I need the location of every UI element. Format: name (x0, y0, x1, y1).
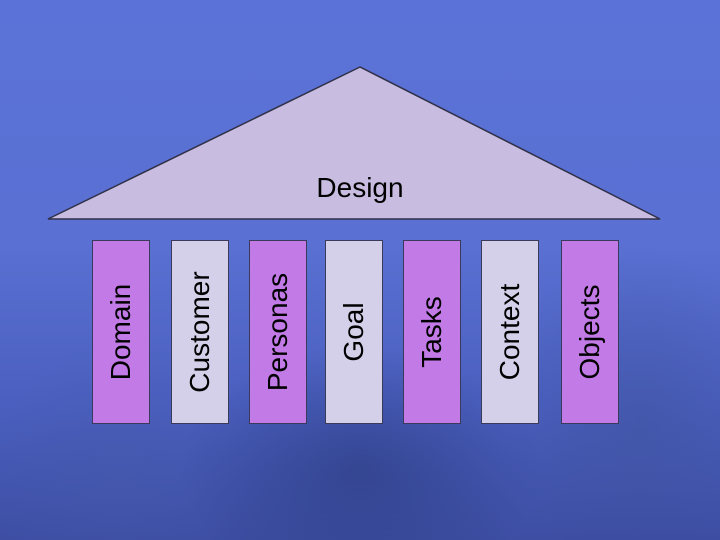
pillar-label-context: Context (494, 283, 525, 381)
pillar-label-objects: Objects (574, 284, 605, 380)
pillar-objects: Objects (561, 240, 619, 424)
pillar-personas: Personas (249, 240, 307, 424)
pillar-goal: Goal (325, 240, 383, 424)
design-roof-shape (47, 66, 661, 220)
design-label: Design (316, 172, 404, 203)
pillar-tasks: Tasks (403, 240, 461, 424)
pillar-label-domain: Domain (105, 283, 136, 381)
pillar-domain: Domain (92, 240, 150, 424)
pillar-context: Context (481, 240, 539, 424)
pillar-label-tasks: Tasks (416, 296, 447, 368)
pillar-label-goal: Goal (338, 302, 369, 362)
pillar-label-customer: Customer (184, 271, 215, 393)
pillar-customer: Customer (171, 240, 229, 424)
pillar-label-personas: Personas (262, 272, 293, 392)
